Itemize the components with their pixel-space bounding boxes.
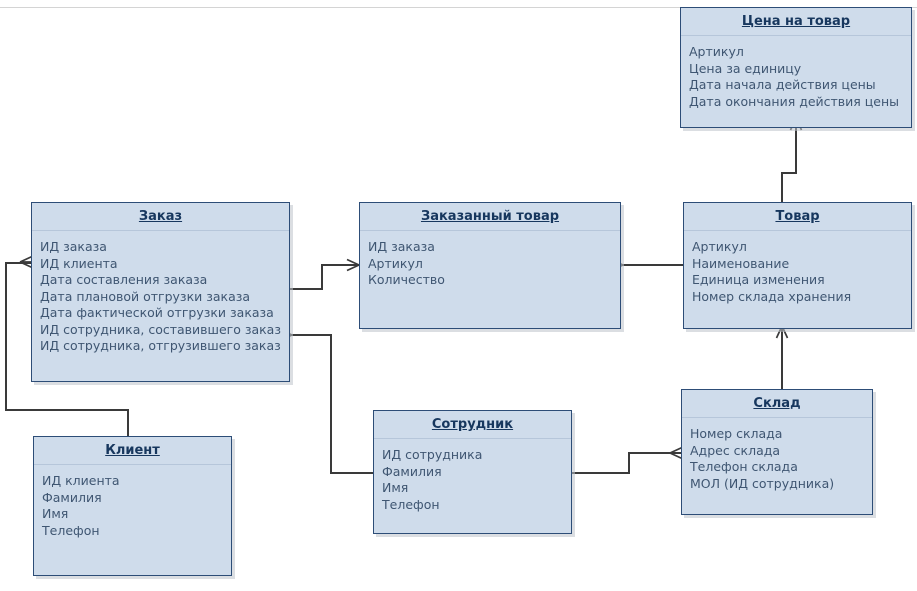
connector-segment xyxy=(628,452,683,454)
entity-attribute: Артикул xyxy=(368,255,423,271)
entity-attribute: Имя xyxy=(42,506,69,521)
entity-attribute: Наименование xyxy=(692,255,790,271)
entity-attribute: Имя xyxy=(382,480,409,495)
connector-segment xyxy=(330,472,375,474)
entity-title: Товар xyxy=(684,203,911,231)
connector-segment xyxy=(572,472,630,474)
entity-attribute: Телефон склада xyxy=(690,459,798,474)
entity-title: Цена на товар xyxy=(681,8,911,36)
entity-attribute: Телефон xyxy=(382,496,440,512)
connector-segment xyxy=(127,409,129,437)
entity-title: Заказанный товар xyxy=(360,203,620,231)
entity-attribute: Адрес склада xyxy=(690,442,781,458)
entity-title: Заказ xyxy=(32,203,289,231)
entity-attribute: МОЛ (ИД сотрудника) xyxy=(690,475,835,491)
entity-attribute: Дата составления заказа xyxy=(40,272,208,287)
entity-attribute: ИД клиента xyxy=(40,255,118,271)
connector-segment xyxy=(321,264,323,290)
connector-segment xyxy=(781,172,783,203)
entity-attribute: Артикул xyxy=(689,44,744,59)
entity-attribute: Телефон xyxy=(42,522,100,538)
entity-attribute: Цена за единицу xyxy=(689,60,802,76)
connector-segment xyxy=(290,288,323,290)
entity-attribute-list: Артикул Наименование Единица изменения Н… xyxy=(684,231,911,311)
entity-attribute: ИД заказа xyxy=(40,239,107,254)
entity-zakaz[interactable]: Заказ ИД заказа ИД клиента Дата составле… xyxy=(31,202,290,382)
entity-attribute-list: Артикул Цена за единицу Дата начала дейс… xyxy=(681,36,911,116)
connector-segment xyxy=(330,334,332,474)
entity-attribute: Номер склада хранения xyxy=(692,288,852,304)
entity-attribute: Дата фактической отгрузки заказа xyxy=(40,305,274,320)
connector-segment xyxy=(5,262,31,264)
entity-klient[interactable]: Клиент ИД клиента Фамилия Имя Телефон xyxy=(33,436,232,576)
connector-segment xyxy=(781,330,783,390)
entity-attribute: Дата окончания действия цены xyxy=(689,93,900,109)
entity-attribute: Фамилия xyxy=(42,489,102,505)
entity-title: Сотрудник xyxy=(374,411,571,439)
entity-attribute-list: Номер склада Адрес склада Телефон склада… xyxy=(682,418,872,498)
entity-attribute: Дата начала действия цены xyxy=(689,77,876,92)
connector-segment xyxy=(781,172,797,174)
connector-segment xyxy=(321,264,359,266)
entity-attribute-list: ИД клиента Фамилия Имя Телефон xyxy=(34,465,231,545)
entity-zakazannyj-tovar[interactable]: Заказанный товар ИД заказа Артикул Колич… xyxy=(359,202,621,329)
entity-attribute: ИД сотрудника xyxy=(382,447,483,462)
connector-segment xyxy=(5,409,129,411)
crow-foot-icon xyxy=(668,446,683,460)
entity-attribute: ИД сотрудника, составившего заказ xyxy=(40,321,281,337)
connector-segment xyxy=(290,334,332,336)
entity-attribute: Количество xyxy=(368,272,445,287)
entity-attribute: ИД сотрудника, отгрузившего заказ xyxy=(40,338,281,353)
top-divider-rule xyxy=(0,7,917,8)
connector-segment xyxy=(621,264,684,266)
entity-attribute-list: ИД сотрудника Фамилия Имя Телефон xyxy=(374,439,571,519)
entity-attribute-list: ИД заказа ИД клиента Дата составления за… xyxy=(32,231,289,361)
connector-segment xyxy=(795,128,797,173)
crow-foot-icon xyxy=(18,255,33,269)
entity-sklad[interactable]: Склад Номер склада Адрес склада Телефон … xyxy=(681,389,873,515)
entity-attribute: Единица изменения xyxy=(692,272,825,287)
entity-title: Клиент xyxy=(34,437,231,465)
entity-attribute: Номер склада xyxy=(690,426,783,441)
entity-cena-na-tovar[interactable]: Цена на товар Артикул Цена за единицу Да… xyxy=(680,7,912,128)
entity-attribute: Дата плановой отгрузки заказа xyxy=(40,288,251,304)
entity-attribute-list: ИД заказа Артикул Количество xyxy=(360,231,620,295)
connector-segment xyxy=(5,262,7,411)
connector-segment xyxy=(628,452,630,474)
entity-tovar[interactable]: Товар Артикул Наименование Единица измен… xyxy=(683,202,912,329)
entity-attribute: Артикул xyxy=(692,239,747,254)
entity-attribute: Фамилия xyxy=(382,463,442,479)
entity-attribute: ИД заказа xyxy=(368,239,435,254)
entity-sotrudnik[interactable]: Сотрудник ИД сотрудника Фамилия Имя Теле… xyxy=(373,410,572,534)
crow-foot-icon xyxy=(345,258,360,272)
entity-attribute: ИД клиента xyxy=(42,473,120,488)
entity-title: Склад xyxy=(682,390,872,418)
